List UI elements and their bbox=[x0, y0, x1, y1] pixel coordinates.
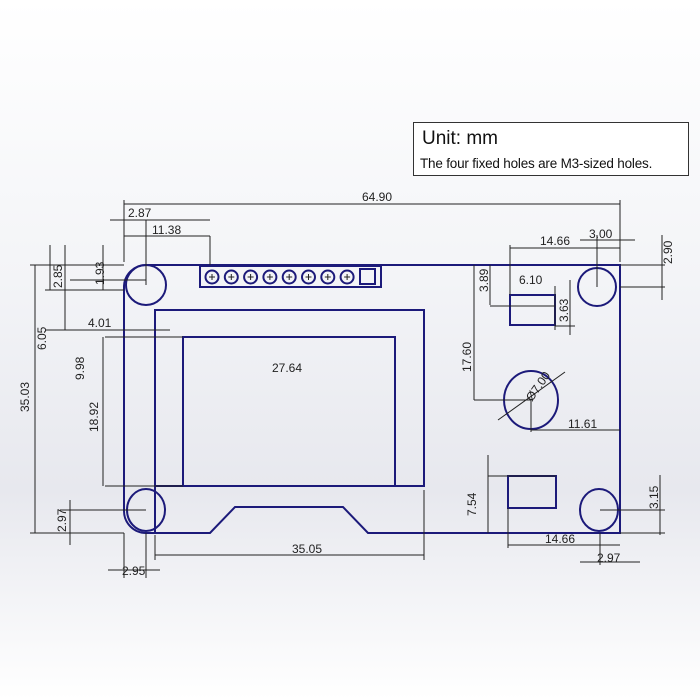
dim-hole-offset-y-bl: 2.97 bbox=[55, 508, 69, 532]
pin-center-mark bbox=[286, 274, 293, 280]
dim-rect-offset-y-top: 3.89 bbox=[477, 268, 491, 292]
header-pin bbox=[281, 269, 297, 285]
header-pins bbox=[204, 269, 355, 285]
dim-display-height: 18.92 bbox=[87, 402, 101, 432]
header-pin bbox=[223, 269, 239, 285]
connector-rect-bottom bbox=[507, 475, 557, 509]
header-pin bbox=[243, 269, 259, 285]
dim-frame-offset-y: 6.05 bbox=[35, 326, 49, 350]
pin-center-mark bbox=[305, 274, 312, 280]
dim-header-offset-x: 11.38 bbox=[152, 223, 181, 237]
dim-frame-width: 35.05 bbox=[292, 542, 322, 556]
dim-header-offset-y: 1.93 bbox=[93, 261, 107, 285]
dim-rect-width-top: 6.10 bbox=[519, 273, 543, 287]
pin-center-mark bbox=[228, 274, 235, 280]
header-pin bbox=[204, 269, 220, 285]
unit-title: Unit: mm bbox=[422, 128, 498, 149]
unit-legend-box: Unit: mm The four fixed holes are M3-siz… bbox=[413, 122, 689, 176]
header-pin bbox=[301, 269, 316, 285]
dimension-lines bbox=[30, 200, 665, 578]
dim-hole-offset-y-tr: 2.90 bbox=[661, 240, 675, 264]
dim-hole-offset-x-bl: 2.95 bbox=[122, 564, 146, 578]
dim-hole-offset-x-tr: 3.00 bbox=[589, 227, 613, 241]
unit-note: The four fixed holes are M3-sized holes. bbox=[420, 156, 653, 171]
pin-center-mark bbox=[209, 274, 215, 280]
pin-center-mark bbox=[266, 274, 273, 280]
dim-hole-offset-y-br: 3.15 bbox=[647, 485, 661, 509]
dim-circle-offset-y: 17.60 bbox=[460, 342, 474, 372]
dim-rect-offset-y-bottom: 7.54 bbox=[465, 492, 479, 516]
header-pin bbox=[262, 269, 278, 285]
dim-overall-height: 35.03 bbox=[18, 382, 32, 412]
pin-center-mark bbox=[247, 274, 254, 280]
dim-circle-diameter: Ø7.00 bbox=[523, 369, 553, 404]
dim-hole-offset-x-br: 2.97 bbox=[597, 551, 621, 565]
display-frame bbox=[154, 309, 425, 533]
board-outline bbox=[123, 263, 621, 534]
dim-overall-width: 64.90 bbox=[362, 190, 392, 204]
dim-display-offset-y: 9.98 bbox=[73, 356, 87, 380]
dim-circle-offset-x: 11.61 bbox=[568, 417, 597, 431]
connector-rect-top bbox=[509, 294, 556, 326]
pin-header bbox=[199, 265, 382, 288]
dim-rect-height-top: 3.63 bbox=[557, 298, 571, 322]
display-area bbox=[182, 336, 396, 487]
dim-rect-offset-x-bottom: 14.66 bbox=[545, 532, 575, 546]
pin-square bbox=[359, 268, 376, 285]
header-pin bbox=[339, 269, 355, 285]
header-pin bbox=[320, 269, 336, 285]
dim-rect-offset-x-top: 14.66 bbox=[540, 234, 570, 248]
dim-frame-offset-x: 4.01 bbox=[88, 316, 112, 330]
pin-center-mark bbox=[344, 274, 351, 280]
dim-hole-offset-y-tl: 2.85 bbox=[51, 264, 65, 288]
dim-display-width: 27.64 bbox=[272, 361, 302, 375]
dim-hole-offset-x-tl: 2.87 bbox=[128, 206, 152, 220]
pin-center-mark bbox=[324, 274, 331, 280]
